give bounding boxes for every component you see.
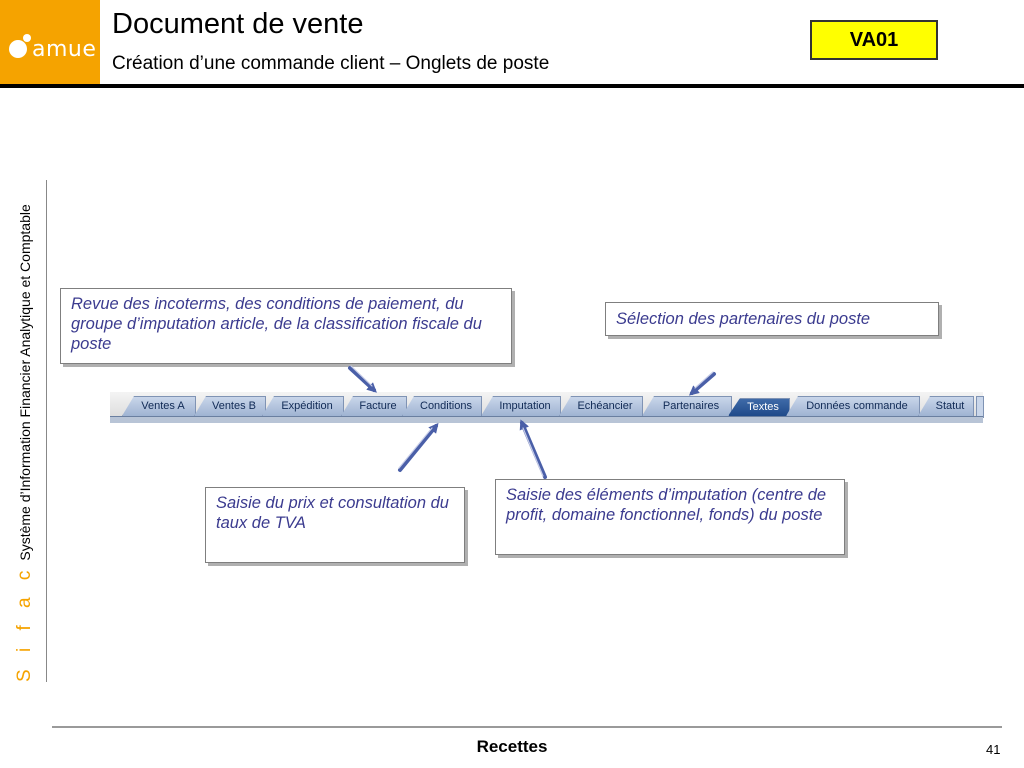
logo-mark-icon	[9, 34, 31, 58]
tab-donnees-commande[interactable]: Données commande	[786, 396, 920, 416]
tab-textes[interactable]: Textes	[728, 398, 790, 416]
callout-prix: Saisie du prix et consultation du taux d…	[205, 487, 465, 563]
callout-partenaires: Sélection des partenaires du poste	[605, 302, 939, 336]
tab-expedition[interactable]: Expédition	[262, 396, 344, 416]
header-divider	[0, 84, 1024, 88]
page-subtitle: Création d’une commande client – Onglets…	[112, 53, 550, 74]
tab-facture[interactable]: Facture	[341, 396, 407, 416]
tab-imputation[interactable]: Imputation	[481, 396, 561, 416]
tab-partenaires[interactable]: Partenaires	[642, 396, 732, 416]
logo-text: amue	[32, 37, 97, 62]
tab-ventes-a[interactable]: Ventes A	[122, 396, 196, 416]
side-label-text: Système d’Information Financier Analytiq…	[17, 204, 33, 561]
tab-ventes-b[interactable]: Ventes B	[194, 396, 266, 416]
item-tab-strip: Ventes A Ventes B Expédition Facture Con…	[110, 392, 984, 423]
transaction-code-badge: VA01	[810, 20, 938, 60]
footer-divider	[52, 726, 1002, 728]
arrow-to-imputation	[519, 419, 547, 479]
side-divider	[46, 180, 47, 682]
callout-conditions: Revue des incoterms, des conditions de p…	[60, 288, 512, 364]
side-label: S i f a c Système d’Information Financier…	[12, 182, 38, 682]
arrow-to-facture	[348, 366, 377, 393]
page-title: Document de vente	[112, 8, 364, 40]
side-brand: S i f a c	[14, 564, 35, 682]
amue-logo: amue	[0, 0, 100, 86]
tab-conditions[interactable]: Conditions	[402, 396, 482, 416]
tab-echeancier[interactable]: Echéancier	[559, 396, 643, 416]
arrow-to-conditions	[398, 422, 439, 472]
callout-imputation: Saisie des éléments d’imputation (centre…	[495, 479, 845, 555]
tab-scroll-right[interactable]	[976, 396, 984, 418]
arrow-to-partenaires	[688, 372, 716, 396]
page-number: 41	[986, 742, 1001, 757]
footer-title: Recettes	[476, 737, 548, 756]
